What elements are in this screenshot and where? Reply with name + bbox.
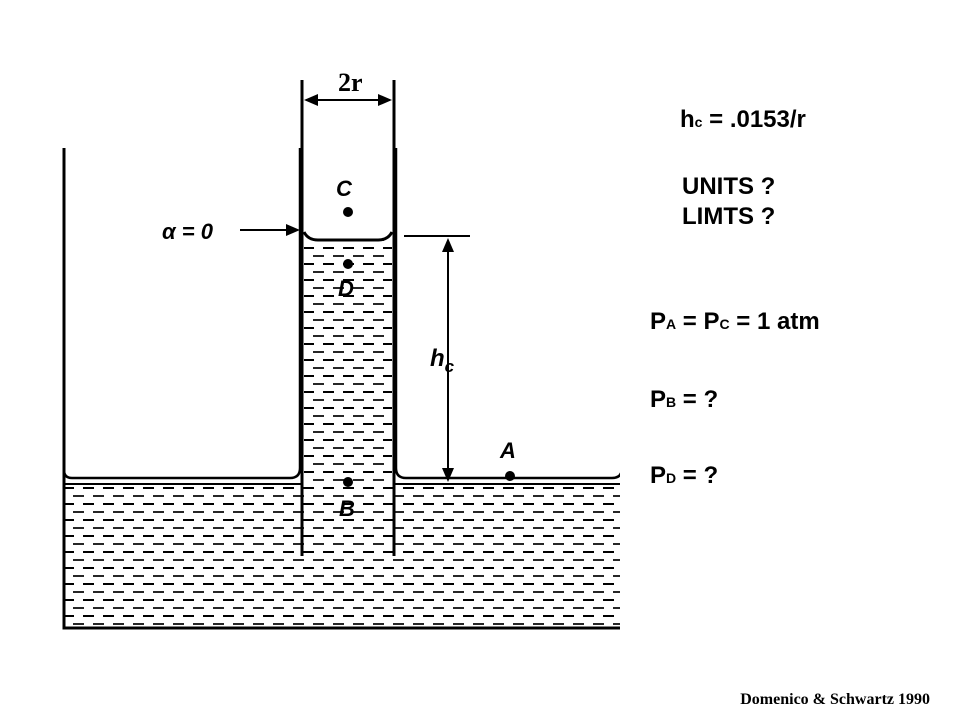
pressure-a-c: PA = PC = 1 atm <box>650 308 820 335</box>
limits-question: LIMTS ? <box>682 203 776 230</box>
reservoir-inner-right <box>394 148 620 480</box>
citation: Domenico & Schwartz 1990 <box>740 691 930 708</box>
pressure-d: PD = ? <box>650 462 719 489</box>
point-b: B <box>339 477 355 521</box>
reservoir-inner-left <box>62 148 302 480</box>
meniscus <box>302 231 394 242</box>
diameter-label: 2r <box>338 68 363 97</box>
point-a: A <box>499 438 516 481</box>
pressure-b: PB = ? <box>650 386 719 413</box>
svg-text:C: C <box>336 176 353 201</box>
point-c: C <box>336 176 353 217</box>
svg-text:B: B <box>339 496 355 521</box>
contact-angle-label: α = 0 <box>162 219 214 244</box>
capillary-formula: hc = .0153/r <box>680 106 806 133</box>
questions-block: UNITS ? LIMTS ? <box>682 172 775 232</box>
reservoir-water <box>64 483 620 628</box>
contact-angle-arrow <box>240 224 300 236</box>
diameter-dimension <box>304 94 392 106</box>
units-question: UNITS ? <box>682 173 776 200</box>
svg-text:D: D <box>338 276 354 301</box>
capillary-water-column <box>304 240 392 484</box>
svg-text:A: A <box>499 438 516 463</box>
capillary-rise-label: hc <box>430 345 455 376</box>
point-d: D <box>338 259 354 301</box>
capillary-tube-diagram: 2r α = 0 hc C D B A <box>62 68 620 630</box>
capillary-rise-dimension <box>404 235 470 482</box>
